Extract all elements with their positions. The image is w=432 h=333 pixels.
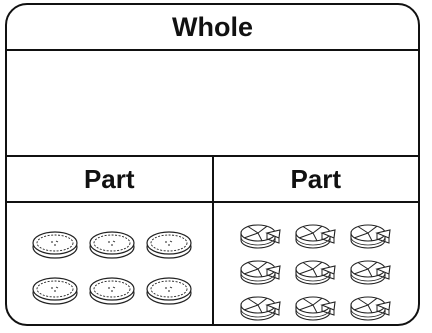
cakes-group <box>239 224 391 321</box>
pie-icon <box>146 231 192 259</box>
cake-icon <box>294 260 336 285</box>
cake-icon <box>239 260 281 285</box>
part-heading-right: Part <box>290 163 342 194</box>
cake-icon <box>349 260 391 285</box>
part-part-whole-chart: Whole Part Part <box>5 3 420 326</box>
part-headings-row: Part Part <box>7 157 418 203</box>
pie-icon <box>146 277 192 305</box>
whole-answer-area <box>7 49 418 157</box>
pies-group <box>32 231 192 305</box>
cake-icon <box>239 224 281 249</box>
cake-icon <box>239 296 281 321</box>
pie-icon <box>32 231 78 259</box>
whole-heading: Whole <box>7 5 418 51</box>
pie-icon <box>89 231 135 259</box>
pie-icon <box>32 277 78 305</box>
part-items-row <box>7 203 418 324</box>
cake-icon <box>294 296 336 321</box>
cake-icon <box>349 296 391 321</box>
pies-cell <box>7 203 214 324</box>
cake-icon <box>294 224 336 249</box>
cake-icon <box>349 224 391 249</box>
part-heading-left: Part <box>7 157 214 201</box>
cakes-cell <box>214 203 419 324</box>
pie-icon <box>89 277 135 305</box>
